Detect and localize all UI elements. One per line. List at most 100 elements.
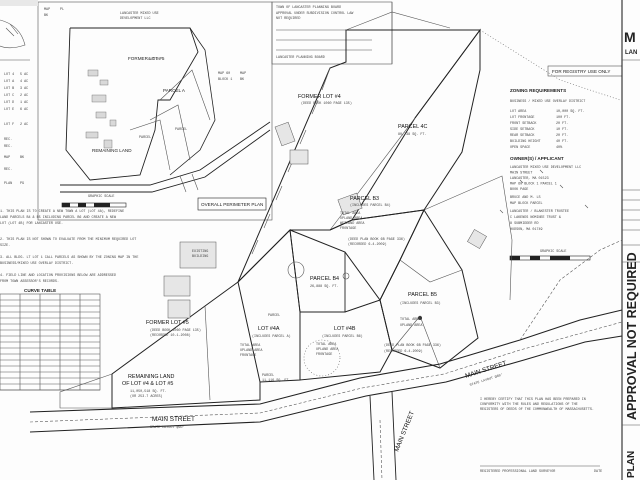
registry-use-label: FOR REGISTRY USE ONLY [552, 69, 610, 74]
svg-text:BK: BK [44, 14, 49, 18]
approval-title-line1: APPROVAL NOT REQUIRED [625, 252, 639, 420]
remaining-land-label-2: OF LOT #4 & LOT #5 [122, 381, 173, 387]
zoning-row-label: REAR SETBACK [510, 134, 535, 138]
svg-text:TOTAL AREA: TOTAL AREA [316, 343, 337, 347]
svg-text:MAP BLOCK PARCEL: MAP BLOCK PARCEL [510, 202, 543, 206]
inset-perimeter-title: OVERALL PERIMETER PLAN [201, 202, 263, 207]
svg-text:1 AC: 1 AC [20, 101, 28, 105]
title-block: M LAN APPROVAL NOT REQUIRED PLAN [621, 0, 640, 480]
parcel-labels: FORMER LOT #4 (DEED BOOK 1060 PAGE 135) … [122, 94, 441, 399]
svg-text:2 AC: 2 AC [20, 94, 28, 98]
svg-text:PARCEL: PARCEL [139, 136, 151, 140]
zoning-row-label: OPEN SPACE [510, 146, 530, 150]
svg-text:TOTAL AREA: TOTAL AREA [340, 212, 361, 216]
inset-parcel-a-label: PARCEL A [163, 88, 186, 93]
inset-former-lot-label: FORMER LOT #5 [128, 56, 165, 61]
inset-remaining-land-label: REMAINING LAND [92, 148, 132, 153]
owner-line: LANCASTER MIXED USE DEVELOPMENT LLC [510, 166, 581, 170]
parcel-b4-label: PARCEL B4 [310, 276, 339, 282]
svg-text:BUILDING: BUILDING [192, 255, 208, 259]
svg-text:UPLAND AREA: UPLAND AREA [316, 348, 339, 352]
owner-applicant-block: OWNER(S) / APPLICANT LANCASTER MIXED USE… [510, 156, 581, 232]
svg-text:(INCLUDES PARCEL B3): (INCLUDES PARCEL B3) [400, 301, 441, 306]
former-lot-5-label: FORMER LOT #5 [146, 320, 189, 326]
planning-board-heading: TOWN OF LANCASTER PLANNING BOARD [276, 6, 341, 10]
svg-text:3. ALL BLDG. LT LOT 1 CALL PAR: 3. ALL BLDG. LT LOT 1 CALL PARCELS AS SH… [0, 256, 138, 260]
svg-text:(DEED PLAN BOOK 6B PAGE 336): (DEED PLAN BOOK 6B PAGE 336) [348, 237, 405, 242]
svg-text:LOT A: LOT A [4, 80, 15, 84]
svg-text:(INCLUDES PARCEL B4): (INCLUDES PARCEL B4) [350, 203, 391, 208]
svg-text:4 AC: 4 AC [20, 80, 28, 84]
svg-text:REGISTERS OF DEEDS OF THE COMM: REGISTERS OF DEEDS OF THE COMMONWEALTH O… [480, 408, 594, 412]
company-name-partial: M [624, 29, 636, 45]
former-lot-4-label: FORMER LOT #4 [298, 94, 341, 100]
svg-text:BLOCK 1: BLOCK 1 [218, 78, 232, 82]
zoning-row-value: 10,000 SQ. FT. [556, 110, 585, 114]
svg-text:REC.: REC. [4, 145, 12, 149]
svg-text:8 SUBMIDDER RD: 8 SUBMIDDER RD [510, 222, 539, 226]
svg-text:SIZE.: SIZE. [0, 244, 10, 248]
approval-not-required-rotated: APPROVAL NOT REQUIRED PLAN [625, 252, 639, 478]
zoning-row-label: LOT AREA [510, 110, 527, 114]
svg-text:BK: BK [240, 78, 245, 82]
svg-text:NOT REQUIRED: NOT REQUIRED [276, 17, 300, 21]
svg-text:HUDSON, MA 01749: HUDSON, MA 01749 [510, 228, 543, 232]
svg-text:C LAKENDS NOMINEE TRUST &: C LAKENDS NOMINEE TRUST & [510, 216, 561, 220]
svg-text:REC.: REC. [4, 168, 12, 172]
main-street-left-label: MAIN STREET [152, 416, 195, 423]
svg-text:MAP 60: MAP 60 [218, 72, 230, 76]
svg-text:PARCEL: PARCEL [268, 314, 280, 318]
svg-text:FRONTAGE: FRONTAGE [240, 354, 256, 358]
svg-text:BK: BK [20, 156, 25, 160]
svg-text:(DEED BOOK 1060 PAGE 135): (DEED BOOK 1060 PAGE 135) [301, 101, 352, 106]
zoning-row-value: 40% [556, 146, 563, 150]
date-label: DATE [594, 470, 602, 474]
svg-text:11,116 SQ. FT.: 11,116 SQ. FT. [262, 379, 291, 383]
svg-text:DEVELOPMENT LLC: DEVELOPMENT LLC [120, 17, 151, 21]
main-street-mid-label: MAIN STREET [393, 410, 416, 453]
svg-text:LANCASTER MIXED USE: LANCASTER MIXED USE [120, 12, 159, 16]
company-subtitle-partial: LAN [625, 50, 637, 56]
svg-text:LOT (LOT 4B) FOR LANCASTER USE: LOT (LOT 4B) FOR LANCASTER USE. [0, 221, 63, 226]
existing-buildings [163, 121, 487, 319]
svg-text:(DEED BOOK 1060 PAGE 135): (DEED BOOK 1060 PAGE 135) [150, 328, 201, 333]
svg-text:BRUCE AND M. LS: BRUCE AND M. LS [510, 196, 541, 200]
svg-text:FROM TOWN ASSESSOR'S RECORDS.: FROM TOWN ASSESSOR'S RECORDS. [0, 279, 59, 284]
zoning-row-label: LOT FRONTAGE [510, 116, 534, 120]
svg-text:TOTAL AREA: TOTAL AREA [240, 344, 261, 348]
main-street-left-sub: STATE LAYOUT @60' [150, 425, 185, 430]
svg-text:2 AC: 2 AC [20, 123, 28, 127]
zoning-requirements-block: ZONING REQUIREMENTS BUSINESS / MIXED USE… [510, 88, 585, 150]
svg-text:MAP: MAP [240, 72, 246, 76]
parcel-b3-label: PARCEL B3 [350, 196, 379, 202]
svg-text:I HEREBY CERTIFY THAT THIS PLA: I HEREBY CERTIFY THAT THIS PLAN HAS BEEN… [480, 398, 586, 402]
parcel-b5-label: PARCEL B5 [408, 292, 437, 298]
svg-text:FRONTAGE: FRONTAGE [316, 353, 332, 357]
svg-text:PG: PG [20, 182, 24, 186]
svg-text:LOT E: LOT E [4, 108, 14, 112]
zoning-row-value: 100 FT. [556, 116, 570, 120]
svg-text:11,050,518 SQ. FT.: 11,050,518 SQ. FT. [130, 390, 167, 394]
graphic-scale-label: GRAPHIC SCALE [540, 250, 566, 254]
remaining-land-label-1: REMAINING LAND [128, 374, 175, 380]
svg-text:LOT #5: LOT #5 [148, 58, 160, 62]
svg-text:PARCEL: PARCEL [262, 374, 274, 378]
svg-text:2. THIS PLAN IS NOT SHOWN TO E: 2. THIS PLAN IS NOT SHOWN TO EVALUATE FR… [0, 238, 136, 242]
zoning-row-value: 40 FT. [556, 140, 568, 144]
svg-text:APPROVAL UNDER SUBDIVISION CON: APPROVAL UNDER SUBDIVISION CONTROL LAW [276, 12, 354, 16]
lot-4a-label: LOT #4A [258, 326, 280, 332]
svg-text:UPLAND AREA: UPLAND AREA [400, 324, 423, 328]
owner-line: BOOK PAGE [510, 188, 528, 192]
svg-text:(RECORDED 6-4-2009): (RECORDED 6-4-2009) [348, 242, 387, 247]
svg-text:FRONTAGE: FRONTAGE [340, 227, 356, 231]
plan-notes: 1. THIS PLAN IS TO CREATE A NEW TOWN A L… [0, 209, 138, 284]
zoning-row-value: 20 FT. [556, 122, 568, 126]
svg-text:TOTAL AREA: TOTAL AREA [400, 318, 421, 322]
svg-text:(DEED PLAN BOOK 6B PAGE 336): (DEED PLAN BOOK 6B PAGE 336) [384, 343, 441, 348]
svg-text:LOT C: LOT C [4, 94, 14, 98]
svg-text:PL: PL [60, 8, 64, 12]
svg-text:UPLAND AREA: UPLAND AREA [340, 217, 363, 221]
svg-text:80,738 SQ. FT.: 80,738 SQ. FT. [398, 133, 427, 137]
